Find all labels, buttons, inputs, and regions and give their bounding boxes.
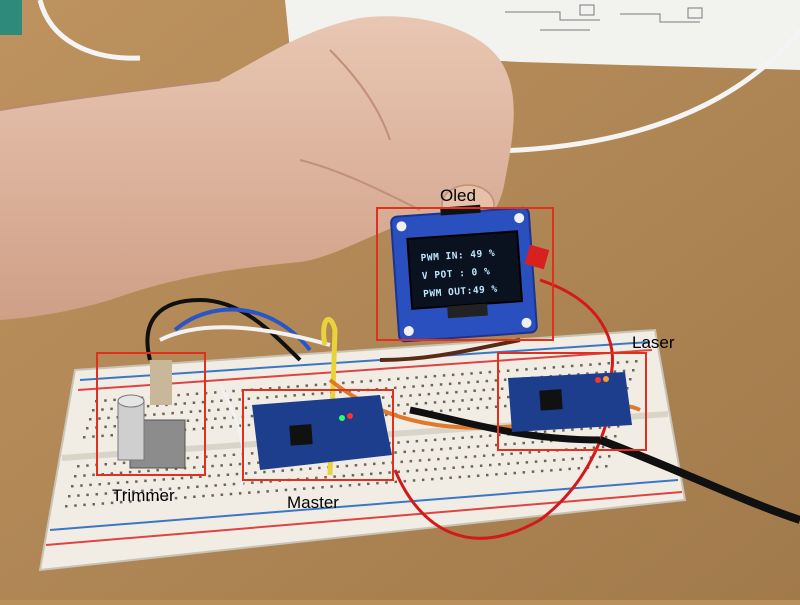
laser-label: Laser xyxy=(632,333,675,352)
trimmer-highlight-box xyxy=(96,352,206,476)
oled-line-2: V POT : 0 % xyxy=(422,266,491,282)
trimmer-potentiometer xyxy=(117,360,186,469)
laser-highlight-box xyxy=(497,352,647,451)
oled-module: PWM IN: 49 % V POT : 0 % PWM OUT:49 % xyxy=(390,204,550,343)
oled-line-3: PWM OUT:49 % xyxy=(423,284,498,300)
highlight-boxes xyxy=(96,207,647,481)
oled-line-1: PWM IN: 49 % xyxy=(420,248,495,264)
oled-label: Oled xyxy=(440,186,476,205)
laser-arduino-board xyxy=(508,372,632,432)
oled-highlight-box xyxy=(376,207,554,341)
white-cable xyxy=(37,0,141,61)
master-highlight-box xyxy=(242,389,394,481)
trimmer-label: Trimmer xyxy=(112,486,175,505)
master-arduino-board xyxy=(252,395,392,470)
master-label: Master xyxy=(287,493,339,512)
